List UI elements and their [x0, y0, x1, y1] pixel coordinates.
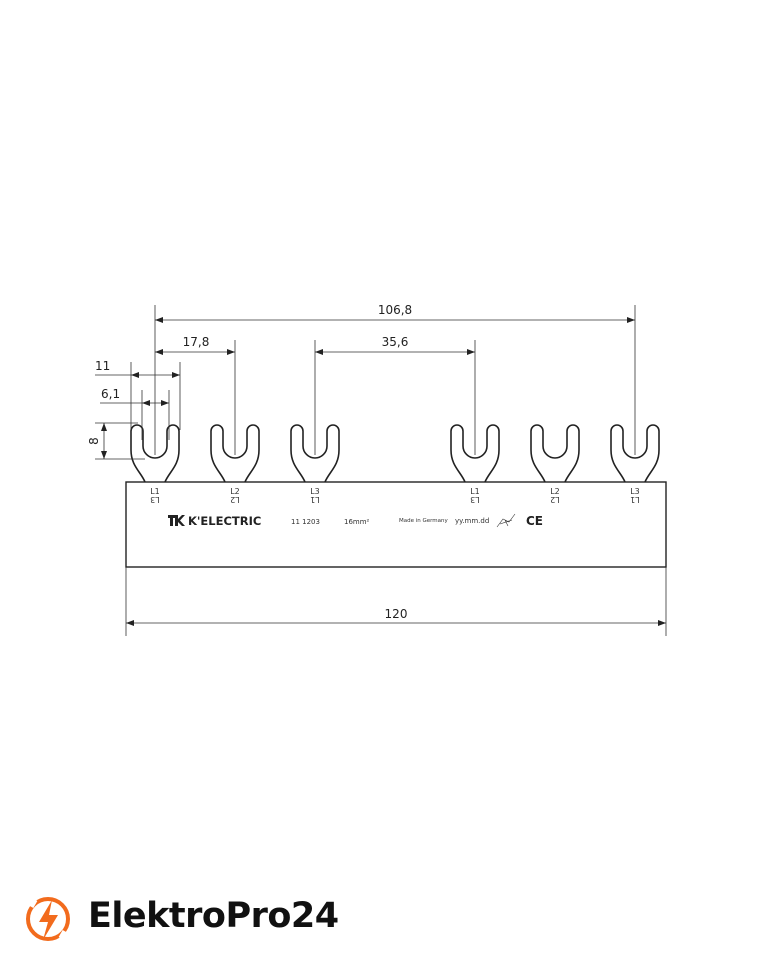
date-code: yy.mm.dd	[455, 517, 489, 525]
phase-label-inverted: L1	[310, 495, 320, 504]
svg-text:17,8: 17,8	[183, 335, 210, 349]
fork-outline	[530, 424, 580, 483]
fork-outline	[450, 424, 500, 483]
svg-text:6,1: 6,1	[101, 387, 120, 401]
phase-label-inverted: L2	[550, 495, 560, 504]
phase-label: L2	[550, 487, 560, 496]
svg-text:120: 120	[385, 607, 408, 621]
part-number: 11 1203	[291, 518, 320, 526]
fork-outline	[210, 424, 260, 483]
phase-label: L3	[630, 487, 640, 496]
dimension-slot-width: 6,1	[100, 387, 170, 440]
dimension-overall-pitch: 106,8	[154, 303, 636, 455]
svg-text:35,6: 35,6	[382, 335, 409, 349]
svg-text:11: 11	[95, 359, 110, 373]
dimension-total-length: 120	[125, 567, 667, 636]
fork-outline	[610, 424, 660, 483]
brand-name: ElektroPro24	[88, 896, 339, 936]
phase-label: L3	[310, 487, 320, 496]
phase-label: L1	[470, 487, 480, 496]
phase-label: L1	[150, 487, 160, 496]
busbar-body	[125, 481, 667, 568]
elektropro24-logo-icon	[24, 896, 72, 942]
fork-outline	[130, 424, 180, 483]
phase-label-inverted: L3	[470, 495, 480, 504]
phase-label: L2	[230, 487, 240, 496]
svg-text:106,8: 106,8	[378, 303, 412, 317]
dimension-fork-width: 11	[95, 359, 181, 430]
fork-outline	[290, 424, 340, 483]
phase-label-inverted: L3	[150, 495, 160, 504]
temperature-symbol-icon	[496, 513, 516, 528]
dimension-gap-pitch: 35,6	[314, 335, 476, 455]
cross-section: 16mm²	[344, 518, 370, 526]
dimension-pitch: 17,8	[155, 335, 236, 455]
k-electric-logo: K'ELECTRIC	[168, 514, 261, 528]
svg-text:K'ELECTRIC: K'ELECTRIC	[188, 514, 261, 528]
phase-label-inverted: L2	[230, 495, 240, 504]
phase-label-inverted: L1	[630, 495, 640, 504]
ce-mark: CE	[526, 514, 543, 528]
svg-text:8: 8	[87, 437, 101, 445]
dimension-fork-height: 8	[87, 422, 145, 460]
made-in-germany: Made in Germany	[399, 518, 449, 524]
